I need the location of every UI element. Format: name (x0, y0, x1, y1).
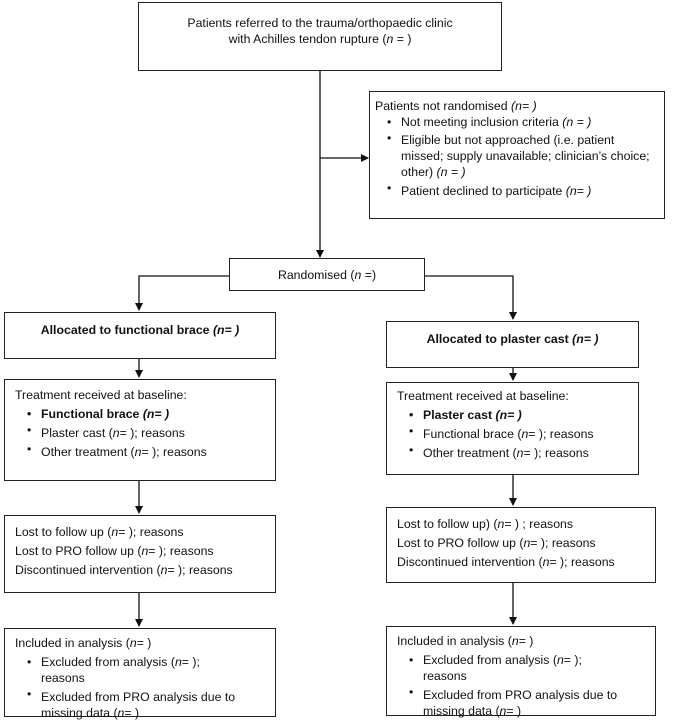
right-treatment-title: Treatment received at baseline: (397, 389, 569, 403)
left-allocated-box: Allocated to functional brace (n= ) (4, 312, 276, 359)
right-followup-box: Lost to follow up) (n= ) ; reasons Lost … (386, 507, 656, 583)
list-item: Not meeting inclusion criteria (n = ) (375, 114, 658, 130)
left-treatment-list: Functional brace (n= ) Plaster cast (n= … (15, 406, 269, 460)
list-item: Other treatment (n= ); reasons (15, 441, 269, 460)
followup-line: Discontinued intervention (n= ); reasons (397, 555, 615, 569)
list-item: Eligible but not approached (i.e. patien… (375, 130, 658, 180)
list-item: Patient declined to participate (n= ) (375, 180, 658, 199)
right-analysis-box: Included in analysis (n= ) Excluded from… (386, 626, 656, 719)
list-item: Excluded from analysis (n= ); reasons (15, 654, 245, 686)
list-item: Excluded from PRO analysis due to missin… (397, 684, 625, 719)
arrow-randomised-right (424, 275, 517, 320)
left-treatment-box: Treatment received at baseline: Function… (4, 379, 276, 481)
list-item: Excluded from analysis (n= ); reasons (397, 652, 625, 684)
list-item: Functional brace (n= ); reasons (397, 423, 632, 442)
arrow-randomised-left (135, 275, 229, 311)
list-item: Excluded from PRO analysis due to missin… (15, 686, 245, 721)
right-allocated-box: Allocated to plaster cast (n= ) (386, 321, 639, 368)
not-randomised-box: Patients not randomised (n= ) Not meetin… (369, 91, 665, 219)
followup-line: Lost to PRO follow up (n= ); reasons (397, 536, 596, 550)
followup-line: Discontinued intervention (n= ); reasons (15, 563, 233, 577)
not-randomised-title: Patients not randomised (n= ) (375, 99, 537, 113)
right-analysis-title: Included in analysis (n= ) (397, 634, 534, 648)
referred-box: Patients referred to the trauma/orthopae… (138, 2, 502, 71)
list-item: Other treatment (n= ); reasons (397, 442, 632, 461)
right-treatment-box: Treatment received at baseline: Plaster … (386, 382, 639, 475)
not-randomised-list: Not meeting inclusion criteria (n = ) El… (375, 114, 658, 199)
left-analysis-box: Included in analysis (n= ) Excluded from… (4, 628, 276, 720)
followup-line: Lost to follow up (n= ); reasons (15, 525, 184, 539)
left-treatment-title: Treatment received at baseline: (15, 388, 187, 402)
list-item: Plaster cast (n= ) (397, 407, 632, 423)
left-analysis-list: Excluded from analysis (n= ); reasons Ex… (15, 654, 245, 721)
referred-line2: with Achilles tendon rupture (n = ) (228, 32, 412, 46)
referred-line1: Patients referred to the trauma/orthopae… (187, 16, 453, 30)
list-item: Functional brace (n= ) (15, 406, 269, 422)
right-analysis-list: Excluded from analysis (n= ); reasons Ex… (397, 652, 625, 719)
left-followup-box: Lost to follow up (n= ); reasons Lost to… (4, 515, 276, 593)
followup-line: Lost to follow up) (n= ) ; reasons (397, 517, 574, 531)
followup-line: Lost to PRO follow up (n= ); reasons (15, 544, 214, 558)
randomised-box: Randomised (n =) (229, 258, 425, 291)
right-treatment-list: Plaster cast (n= ) Functional brace (n= … (397, 407, 632, 461)
left-analysis-title: Included in analysis (n= ) (15, 636, 152, 650)
list-item: Plaster cast (n= ); reasons (15, 422, 269, 441)
